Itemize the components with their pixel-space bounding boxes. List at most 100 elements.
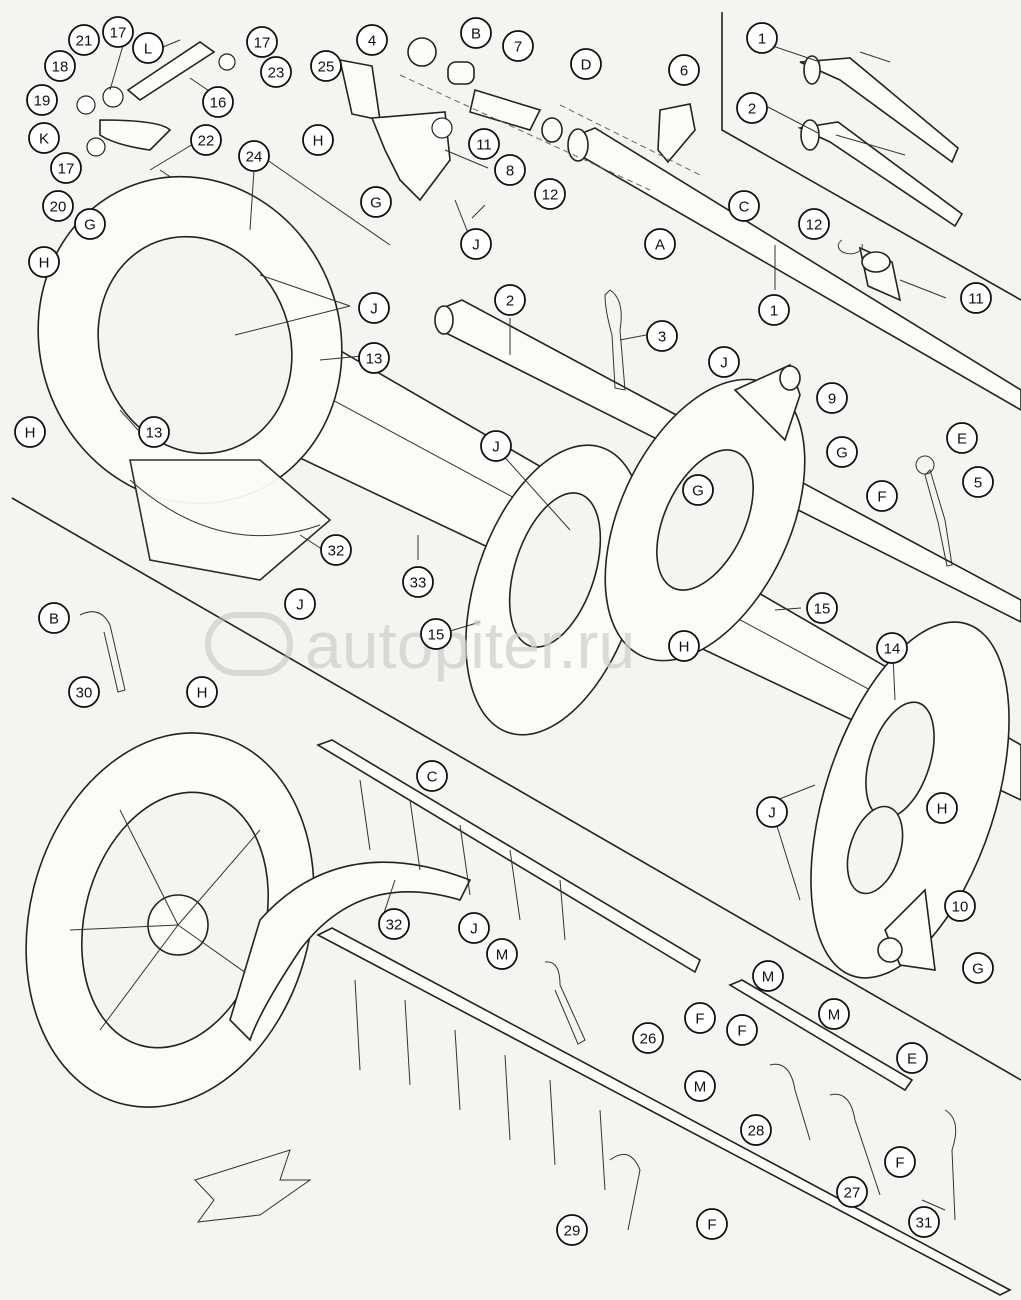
leader-lines	[109, 39, 947, 1211]
callout-text: 19	[34, 93, 51, 110]
callout-text: 1	[758, 31, 766, 48]
callout-12: 12	[534, 178, 566, 210]
linkage-assembly	[76, 37, 563, 202]
callout-text: C	[427, 769, 438, 786]
callout-text: 6	[680, 63, 688, 80]
callout-29: 29	[556, 1214, 588, 1246]
callout-15: 15	[420, 618, 452, 650]
callout-17: 17	[102, 16, 134, 48]
callout-text: H	[25, 425, 36, 442]
callout-text: 17	[110, 25, 127, 42]
callout-text: F	[877, 489, 886, 506]
callout-j: J	[708, 346, 740, 378]
callout-h: H	[28, 246, 60, 278]
callout-3: 3	[646, 320, 678, 352]
callout-text: 21	[76, 33, 93, 50]
callout-text: 15	[814, 601, 831, 618]
callout-19: 19	[26, 84, 58, 116]
callout-text: B	[471, 26, 481, 43]
callout-c: C	[728, 190, 760, 222]
callout-text: 13	[146, 425, 163, 442]
callout-18: 18	[44, 50, 76, 82]
callout-text: 23	[268, 65, 285, 82]
callout-text: 2	[506, 293, 514, 310]
callout-32: 32	[320, 534, 352, 566]
callout-10: 10	[944, 890, 976, 922]
callout-25: 25	[310, 50, 342, 82]
callout-e: E	[896, 1042, 928, 1074]
callout-text: M	[762, 969, 775, 986]
lower-reel-assembly	[25, 732, 1012, 1296]
callout-21: 21	[68, 24, 100, 56]
callout-30: 30	[68, 676, 100, 708]
callout-text: J	[470, 921, 478, 938]
callout-c: C	[416, 760, 448, 792]
callout-text: M	[828, 1007, 841, 1024]
callout-g: G	[682, 474, 714, 506]
callout-f: F	[866, 480, 898, 512]
callout-j: J	[756, 796, 788, 828]
callout-text: J	[720, 355, 728, 372]
section-divider-main	[11, 497, 1021, 1081]
callout-text: 15	[428, 627, 445, 644]
callout-text: 2	[748, 101, 756, 118]
callout-22: 22	[190, 124, 222, 156]
callout-d: D	[570, 48, 602, 80]
watermark: autopiter.ru	[305, 608, 635, 682]
callout-4: 4	[356, 24, 388, 56]
callout-text: 8	[506, 163, 514, 180]
callout-m: M	[684, 1070, 716, 1102]
callout-text: M	[694, 1079, 707, 1096]
callout-24: 24	[238, 140, 270, 172]
callout-text: J	[472, 237, 480, 254]
callout-text: 26	[640, 1031, 657, 1048]
callout-14: 14	[876, 632, 908, 664]
callout-2: 2	[736, 92, 768, 124]
callout-8: 8	[494, 154, 526, 186]
callout-text: 31	[916, 1215, 933, 1232]
upper-shaft	[399, 74, 1021, 411]
left-disc	[37, 175, 343, 581]
callout-text: 5	[974, 475, 982, 492]
callout-h: H	[302, 124, 334, 156]
callout-15: 15	[806, 592, 838, 624]
callout-b: B	[460, 17, 492, 49]
callout-28: 28	[740, 1114, 772, 1146]
callout-text: 16	[210, 95, 227, 112]
callout-6: 6	[668, 54, 700, 86]
callout-text: 20	[50, 199, 67, 216]
callout-33: 33	[402, 566, 434, 598]
callout-text: A	[655, 237, 665, 254]
callout-e: E	[946, 422, 978, 454]
callout-31: 31	[908, 1206, 940, 1238]
callout-2: 2	[494, 284, 526, 316]
callout-12: 12	[798, 208, 830, 240]
callout-text: 17	[254, 35, 271, 52]
callout-text: 24	[246, 149, 263, 166]
callout-text: 29	[564, 1223, 581, 1240]
callout-9: 9	[816, 382, 848, 414]
callout-text: H	[679, 639, 690, 656]
callout-text: E	[907, 1051, 917, 1068]
callout-text: 11	[968, 291, 984, 308]
callout-1: 1	[746, 22, 778, 54]
callout-j: J	[284, 588, 316, 620]
brackets-and-tines	[79, 289, 953, 971]
callout-26: 26	[632, 1022, 664, 1054]
callout-text: 11	[476, 137, 492, 154]
callout-20: 20	[42, 190, 74, 222]
callout-text: 4	[368, 33, 376, 50]
callout-text: H	[39, 255, 50, 272]
callout-text: H	[197, 685, 208, 702]
callout-f: F	[884, 1146, 916, 1178]
callout-17: 17	[50, 152, 82, 184]
callout-text: G	[692, 483, 704, 500]
callout-text: 3	[658, 329, 666, 346]
callout-text: 32	[386, 917, 403, 934]
callout-m: M	[752, 960, 784, 992]
callout-m: M	[486, 938, 518, 970]
callout-b: B	[38, 602, 70, 634]
callout-h: H	[14, 416, 46, 448]
callout-text: J	[296, 597, 304, 614]
inset-frame	[721, 12, 1021, 301]
